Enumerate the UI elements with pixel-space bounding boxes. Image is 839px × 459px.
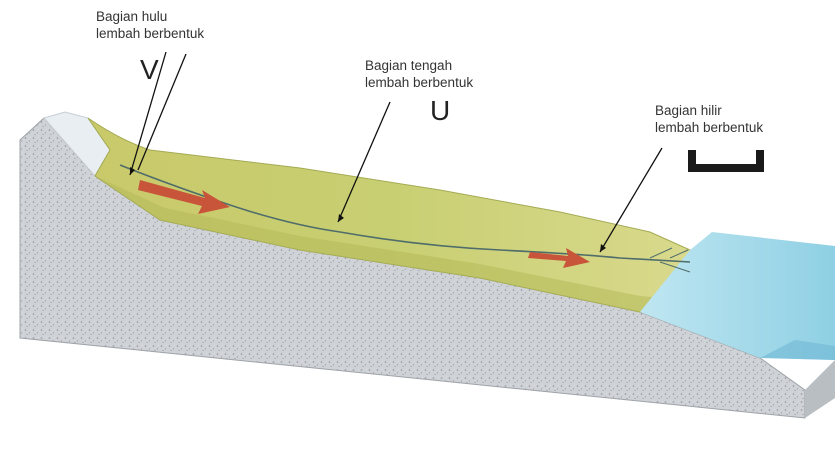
label-hulu-line1: Bagian hulu bbox=[96, 8, 204, 25]
rock-side-face bbox=[805, 360, 835, 418]
u-symbol: U bbox=[430, 95, 450, 127]
label-hilir-line2: lembah berbentuk bbox=[655, 119, 763, 136]
label-tengah-line2: lembah berbentuk bbox=[365, 74, 473, 91]
label-hulu-line2: lembah berbentuk bbox=[96, 25, 204, 42]
v-symbol: V bbox=[140, 54, 159, 86]
label-hilir: Bagian hilir lembah berbentuk bbox=[655, 102, 763, 136]
label-tengah-line1: Bagian tengah bbox=[365, 57, 473, 74]
u-valley-shape-icon bbox=[688, 150, 764, 172]
label-hulu: Bagian hulu lembah berbentuk bbox=[96, 8, 204, 42]
label-hilir-line1: Bagian hilir bbox=[655, 102, 763, 119]
label-tengah: Bagian tengah lembah berbentuk bbox=[365, 57, 473, 91]
